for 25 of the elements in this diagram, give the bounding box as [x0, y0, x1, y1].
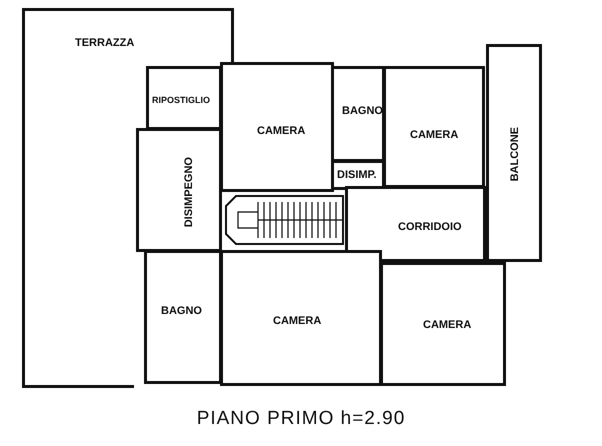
room-area [220, 250, 382, 386]
room-label: CORRIDOIO [398, 221, 462, 233]
room-label: BAGNO [342, 105, 383, 117]
room-label: TERRAZZA [75, 37, 134, 49]
room-label: CAMERA [257, 125, 306, 137]
plan-title: PIANO PRIMO h=2.90 [196, 408, 406, 430]
room-label: CAMERA [273, 315, 322, 327]
room-area [331, 66, 385, 162]
room-area [345, 186, 486, 262]
room-label: DISIMP. [337, 169, 377, 181]
room-label: CAMERA [423, 319, 472, 331]
room-label: BALCONE [509, 127, 521, 182]
room-area [380, 262, 506, 386]
room-label: CAMERA [410, 129, 458, 141]
room-label: BAGNO [161, 305, 202, 317]
terrace-area [22, 8, 134, 388]
room-area [383, 66, 485, 188]
hallway-area [136, 128, 222, 252]
room-label: RIPOSTIGLIO [152, 95, 210, 105]
room-area [144, 250, 222, 384]
room-label: DISIMPEGNO [183, 157, 195, 228]
room-area [331, 160, 385, 190]
room-area [146, 66, 222, 130]
balcony-area [486, 44, 542, 262]
room-area [220, 62, 334, 192]
